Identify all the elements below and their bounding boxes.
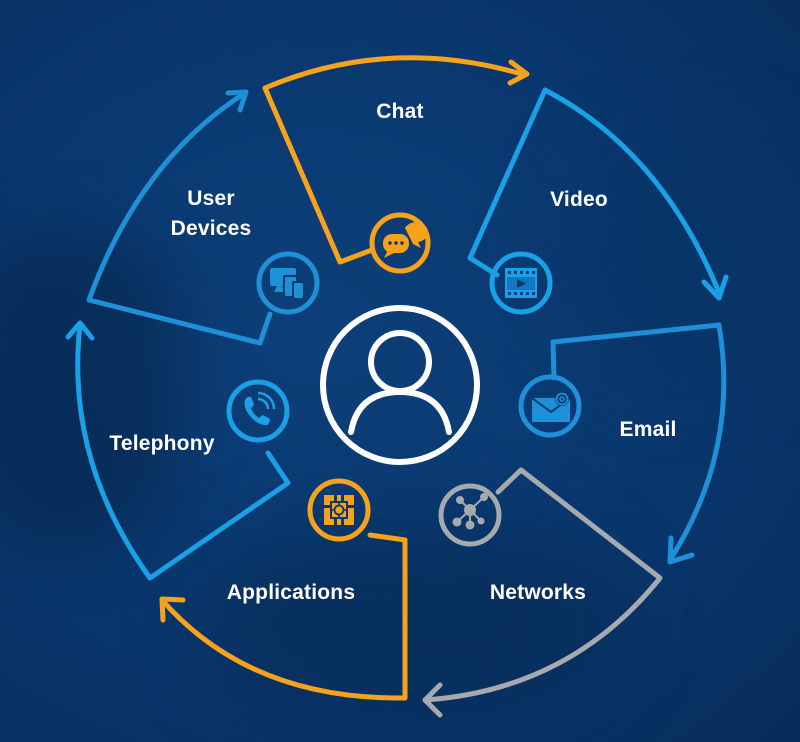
chat-arrowhead — [507, 59, 530, 86]
email-segment-outline — [550, 322, 727, 563]
video-arrowhead — [701, 274, 729, 301]
segment-telephony — [65, 320, 291, 581]
background-blur — [200, 520, 620, 720]
email-label: Email — [619, 418, 677, 441]
user-devices-label: User Devices — [171, 184, 252, 244]
video-film-icon — [505, 268, 537, 298]
chat-bubbles-icon — [383, 222, 428, 258]
segment-networks — [422, 467, 663, 718]
telephony-icon-ring — [226, 379, 290, 443]
chat-icon-ring — [369, 212, 431, 274]
chat-label: Chat — [376, 100, 424, 123]
phone-call-icon — [244, 391, 276, 426]
user-head — [368, 330, 432, 394]
video-label: Video — [550, 188, 608, 211]
user-devices-arrowhead — [225, 89, 249, 113]
applications-icon-ring — [307, 478, 371, 542]
user-outer-ring — [320, 305, 480, 465]
chat-segment-outline — [262, 55, 528, 265]
email-envelope-icon — [531, 392, 571, 422]
center-user-profile-icon — [320, 305, 480, 465]
user-devices-label-line1: User — [187, 187, 235, 210]
user-devices-segment-outline — [86, 90, 273, 346]
networks-icon-ring — [438, 483, 502, 547]
applications-arrowhead — [159, 596, 186, 623]
applications-label: Applications — [226, 581, 356, 604]
segment-applications — [159, 478, 408, 701]
telephony-segment-outline — [75, 322, 291, 581]
networks-arrowhead — [422, 682, 443, 718]
applications-segment-outline — [159, 532, 408, 701]
segment-chat — [262, 55, 530, 274]
segment-video — [467, 87, 729, 315]
networks-segment-outline — [422, 467, 663, 703]
background-blur — [0, 230, 180, 550]
network-nodes-icon — [452, 493, 488, 530]
telephony-arrowhead — [65, 320, 95, 341]
user-devices-icon-ring — [256, 251, 320, 315]
user-devices-label-line2: Devices — [170, 217, 252, 240]
user-devices-icon — [270, 268, 304, 299]
telephony-label: Telephony — [109, 432, 215, 455]
segment-email — [518, 322, 727, 565]
email-icon-ring — [518, 374, 582, 438]
video-icon-ring — [489, 251, 553, 315]
networks-label: Networks — [489, 581, 587, 604]
background-blur — [560, 140, 800, 380]
segment-user-devices — [86, 89, 320, 346]
video-segment-outline — [467, 87, 721, 293]
user-shoulders — [348, 389, 452, 435]
email-arrowhead — [667, 535, 695, 565]
application-gear-icon — [324, 495, 354, 525]
